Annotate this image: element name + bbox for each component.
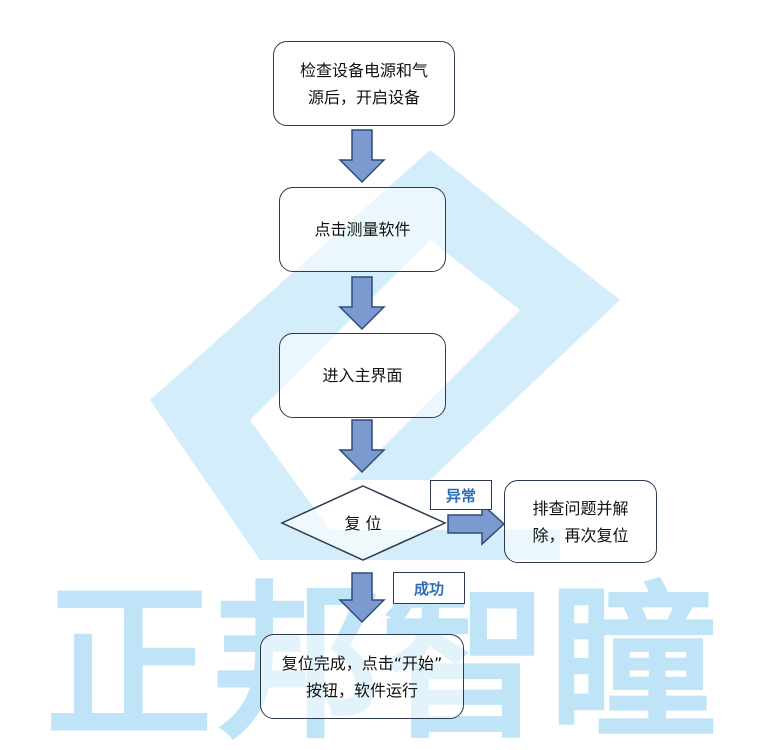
label-abnormal: 异常 (430, 480, 492, 510)
step-power-on: 检查设备电源和气 源后，开启设备 (273, 41, 455, 126)
step-run-software: 复位完成，点击“开始” 按钮，软件运行 (260, 634, 464, 719)
arrow-2 (338, 276, 386, 331)
step-run-software-line1: 复位完成，点击“开始” (281, 653, 443, 673)
step-open-software: 点击测量软件 (279, 187, 446, 272)
arrow-3 (338, 419, 386, 474)
step-open-software-text: 点击测量软件 (314, 220, 411, 239)
decision-diamond (280, 485, 447, 561)
step-power-on-line2: 源后，开启设备 (307, 87, 420, 107)
step-power-on-line1: 检查设备电源和气 (299, 60, 428, 80)
step-run-software-line2: 按钮，软件运行 (305, 680, 418, 700)
step-troubleshoot-line1: 排查问题并解 (532, 498, 629, 518)
step-main-interface: 进入主界面 (279, 333, 446, 418)
label-success: 成功 (393, 572, 465, 604)
step-troubleshoot-line2: 除，再次复位 (532, 525, 629, 545)
arrow-1 (338, 129, 386, 184)
arrow-right (447, 502, 506, 546)
decision-label: 复 位 (344, 514, 381, 533)
arrow-4 (338, 572, 386, 624)
step-main-interface-text: 进入主界面 (322, 366, 403, 385)
step-troubleshoot: 排查问题并解 除，再次复位 (504, 480, 657, 563)
